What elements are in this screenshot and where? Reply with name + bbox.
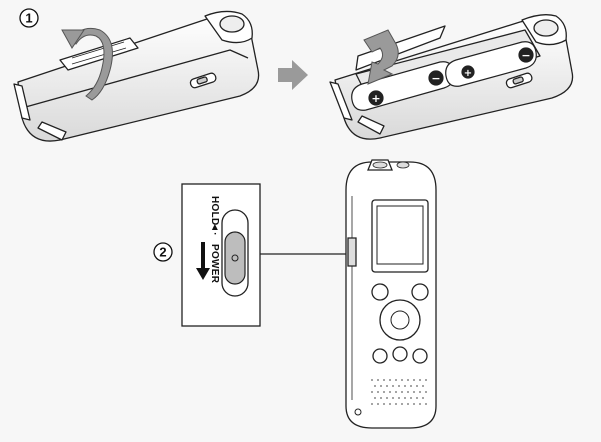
hold-arrow-icon: ◄· (209, 222, 220, 236)
step-1-number: 1 (25, 11, 32, 26)
switch-callout: HOLD ◄· POWER (181, 183, 261, 327)
step-2-number: 2 (159, 245, 166, 260)
down-arrow-icon (196, 242, 210, 280)
switch-knob (224, 231, 246, 285)
power-label: POWER (209, 244, 220, 284)
battery-2-minus-icon (518, 47, 534, 63)
battery-1-minus-symbol: − (431, 72, 440, 85)
battery-1-plus-symbol: + (371, 92, 380, 105)
center-button (390, 310, 410, 330)
battery-2-plus-icon (461, 65, 475, 79)
battery-1: + − (351, 61, 455, 111)
speaker-grille (371, 379, 427, 405)
step-2-marker: 2 (153, 242, 173, 262)
battery-1-plus-icon (368, 90, 384, 106)
recorder-front (345, 159, 437, 429)
recorder-back-closed (13, 10, 260, 142)
right-arrow-icon (278, 60, 308, 90)
battery-2-plus-symbol: + (464, 68, 472, 79)
battery-2-minus-symbol: − (521, 49, 530, 62)
folder-button (412, 348, 428, 364)
display-screen (376, 205, 424, 265)
side-switch (347, 237, 357, 267)
rotate-arrow-icon (61, 27, 113, 101)
rec-button (372, 348, 388, 364)
battery-2: + − (445, 41, 537, 87)
step-1-marker: 1 (19, 8, 39, 28)
back-button (411, 283, 429, 301)
menu-button (371, 283, 389, 301)
battery-1-minus-icon (428, 70, 444, 86)
stop-button (392, 346, 408, 362)
hold-label: HOLD (209, 196, 220, 226)
insert-arrow-icon (363, 29, 399, 85)
strap-hole (354, 408, 362, 416)
